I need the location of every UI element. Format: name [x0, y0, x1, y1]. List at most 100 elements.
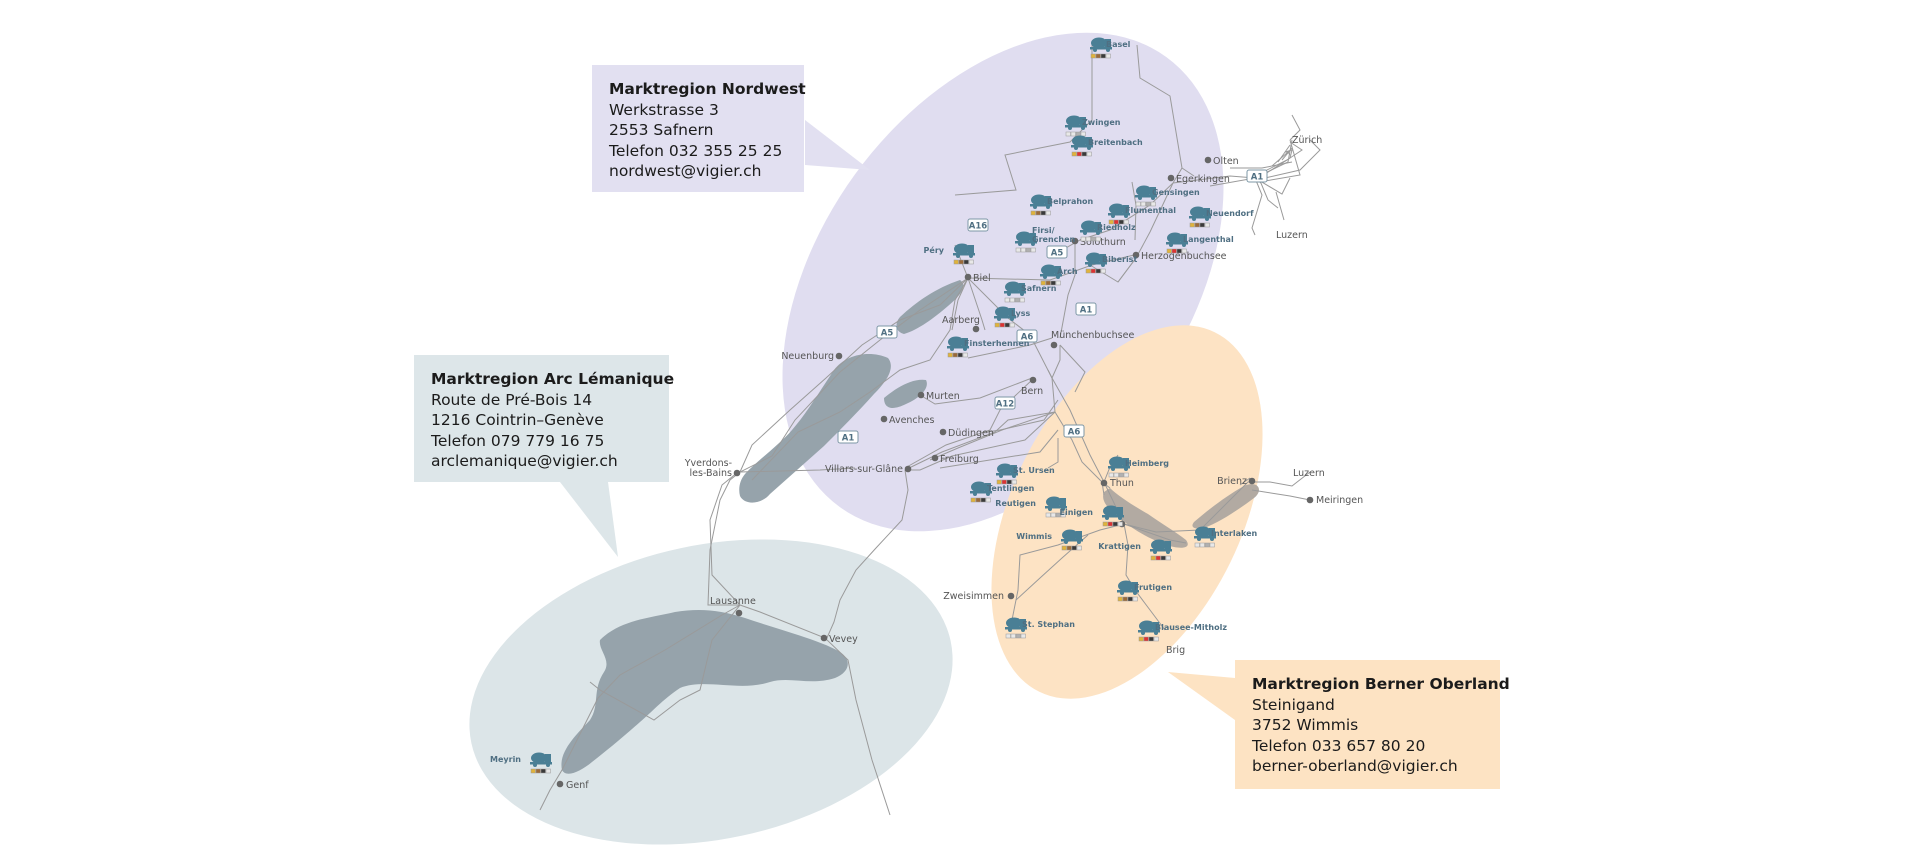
lake-murten — [884, 379, 927, 408]
city-label: Villars-sur-Glâne — [825, 464, 903, 475]
plant-marker[interactable]: Riedholz — [1080, 220, 1136, 242]
city-label: Murten — [926, 391, 960, 402]
motorway-shield: A6 — [1016, 329, 1038, 343]
product-badges — [994, 322, 1015, 328]
city-labels: OltenEgerkingenZürichLuzernSolothurnHerz… — [566, 135, 1363, 791]
city-label: Brienz — [1217, 476, 1247, 487]
product-badges — [1040, 280, 1061, 286]
plant-marker[interactable]: Gensingen — [1135, 185, 1200, 207]
plant-marker[interactable]: Safnern — [1004, 281, 1057, 303]
address-city: 2553 Safnern — [609, 121, 714, 139]
plant-marker[interactable]: Langenthal — [1166, 232, 1234, 254]
plant-label: Tentlingen — [987, 484, 1035, 493]
plant-marker[interactable]: Tentlingen — [970, 481, 1035, 503]
city-dot-thun — [1100, 479, 1108, 487]
plant-marker[interactable]: Breitenbach — [1071, 135, 1143, 157]
city-label: Lausanne — [710, 596, 756, 607]
product-badges — [1135, 201, 1156, 207]
callout-pointer-nordwest — [805, 120, 870, 170]
city-label: Luzern — [1293, 468, 1325, 479]
plant-marker[interactable]: Firsi/Grenchen — [1015, 226, 1075, 253]
plant-marker[interactable]: Heimberg — [1108, 456, 1169, 478]
contact-box-nordwest: Marktregion Nordwest Werkstrasse 3 2553 … — [592, 65, 806, 192]
product-badges — [970, 497, 991, 503]
plant-marker[interactable]: Wimmis — [1016, 529, 1083, 551]
mixer-truck-icon — [1108, 203, 1130, 218]
motorway-shield: A5 — [1046, 245, 1068, 259]
plant-label: Arch — [1057, 267, 1078, 276]
product-badges — [1150, 555, 1171, 561]
mixer-truck-icon — [1150, 539, 1172, 554]
mixer-truck-icon — [530, 752, 552, 767]
plant-marker[interactable]: Biberist — [1085, 252, 1137, 274]
city-label: Genf — [566, 780, 589, 791]
plant-label: Meyrin — [490, 755, 521, 764]
plant-marker[interactable]: St. Stephan — [1005, 617, 1075, 639]
plant-label: Firsi/Grenchen — [1032, 226, 1075, 244]
motorway-shield: A1 — [837, 430, 859, 444]
mixer-truck-icon — [996, 463, 1018, 478]
city-dot-zweisimmen — [1007, 592, 1015, 600]
product-badges — [1102, 521, 1123, 527]
email-address[interactable]: nordwest@vigier.ch — [609, 162, 762, 180]
city-dot-muenchenbuchsee — [1050, 341, 1058, 349]
address-city: 3752 Wimmis — [1252, 716, 1359, 734]
plant-marker[interactable]: Péry — [924, 243, 975, 265]
product-badges — [1108, 219, 1129, 225]
plant-marker[interactable]: Basel — [1090, 37, 1131, 59]
plant-marker[interactable]: Neuendorf — [1189, 206, 1254, 228]
city-label: Egerkingen — [1176, 174, 1230, 185]
plant-marker[interactable]: Frutigen — [1117, 580, 1172, 602]
city-dot-biel — [964, 273, 972, 281]
plant-label: Interlaken — [1211, 529, 1258, 538]
region-title: Marktregion Berner Oberland — [1252, 675, 1510, 693]
plant-marker[interactable]: Finsterhennen — [947, 336, 1030, 358]
plant-marker[interactable]: Arch — [1040, 264, 1078, 286]
plant-marker[interactable]: Reutigen — [995, 496, 1067, 518]
product-badges — [947, 352, 968, 358]
plant-label: Basel — [1106, 40, 1131, 49]
email-address[interactable]: arclemanique@vigier.ch — [431, 452, 618, 470]
plant-marker[interactable]: Krattigen — [1098, 539, 1172, 561]
city-label: Herzogenbuchsee — [1141, 251, 1227, 262]
city-label: Brig — [1166, 645, 1185, 656]
motorway-shield: A12 — [994, 396, 1016, 410]
plant-marker[interactable]: Lyss — [994, 306, 1031, 328]
plant-label: St. Ursen — [1013, 466, 1055, 475]
city-label: Yverdons- — [684, 458, 732, 469]
plant-marker[interactable]: Flumenthal — [1108, 203, 1176, 225]
plant-marker[interactable]: Blausee-Mitholz — [1138, 620, 1227, 642]
plant-marker[interactable]: St. Ursen — [996, 463, 1055, 485]
plant-label: Riedholz — [1097, 223, 1136, 232]
plant-label: Gensingen — [1152, 188, 1200, 197]
city-dot-freiburg — [931, 454, 939, 462]
svg-text:A1: A1 — [842, 434, 855, 444]
contact-box-arc-lemanique: Marktregion Arc Lémanique Route de Pré-B… — [414, 355, 674, 482]
plant-marker[interactable]: Meyrin — [490, 752, 552, 774]
product-badges — [1138, 636, 1159, 642]
svg-text:A12: A12 — [996, 400, 1014, 410]
city-dot-avenches — [880, 415, 888, 423]
email-address[interactable]: berner-oberland@vigier.ch — [1252, 757, 1458, 775]
motorway-shield: A1 — [1246, 169, 1268, 183]
plant-marker[interactable]: Interlaken — [1194, 526, 1258, 548]
city-dot-lausanne — [735, 609, 743, 617]
city-label: Zweisimmen — [943, 591, 1004, 602]
plant-label: Lyss — [1011, 309, 1031, 318]
phone-number: Telefon 033 657 80 20 — [1252, 736, 1426, 755]
callout-pointer-berner — [1168, 672, 1235, 720]
city-label: Avenches — [889, 415, 935, 426]
plant-marker[interactable]: Einigen — [1060, 505, 1125, 527]
plant-label: Wimmis — [1016, 532, 1052, 541]
svg-text:A5: A5 — [881, 329, 894, 339]
lake-thun — [1103, 488, 1188, 548]
city-label: Düdingen — [948, 428, 994, 439]
plant-marker[interactable]: Zwingen — [1065, 115, 1121, 137]
product-badges — [1080, 236, 1101, 242]
mixer-truck-icon — [1108, 456, 1130, 471]
plant-label: Péry — [924, 245, 945, 255]
plant-label: Safnern — [1021, 284, 1057, 293]
product-badges — [1108, 472, 1129, 478]
plant-marker[interactable]: Belprahon — [1030, 194, 1094, 216]
city-dot-yverdon — [733, 469, 741, 477]
